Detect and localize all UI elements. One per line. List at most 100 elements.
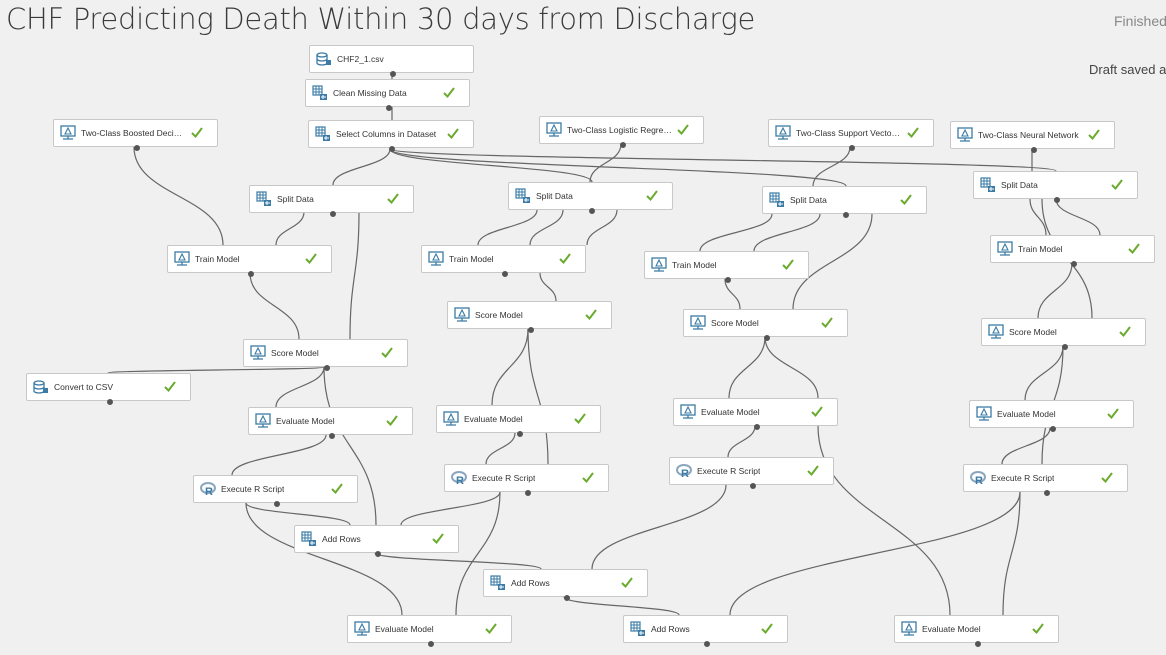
module-score-model-3[interactable]: Score Model <box>683 309 848 341</box>
output-port[interactable] <box>563 595 570 601</box>
output-port[interactable] <box>1070 261 1077 267</box>
connection-wire[interactable] <box>792 213 873 310</box>
connection-wire[interactable] <box>1029 198 1047 236</box>
output-port[interactable] <box>501 271 508 277</box>
module-train-model-4[interactable]: Train Model <box>990 235 1155 267</box>
output-port[interactable] <box>328 433 335 439</box>
connection-wire[interactable] <box>764 336 819 399</box>
output-port[interactable] <box>247 271 254 277</box>
output-port[interactable] <box>527 327 534 333</box>
connection-wire[interactable] <box>491 328 529 406</box>
output-port[interactable] <box>389 71 396 77</box>
module-score-model-1[interactable]: Score Model <box>243 339 408 371</box>
output-port[interactable] <box>1053 197 1060 203</box>
output-port[interactable] <box>385 105 392 111</box>
output-port[interactable] <box>1049 426 1056 432</box>
connection-wire[interactable] <box>817 425 951 616</box>
module-evaluate-model-3[interactable]: Evaluate Model <box>673 398 838 430</box>
connection-wire[interactable] <box>729 491 1021 616</box>
connection-wire[interactable] <box>591 484 727 570</box>
output-port[interactable] <box>133 145 140 151</box>
connection-wire[interactable] <box>563 596 680 616</box>
connection-wire[interactable] <box>400 491 501 526</box>
output-port[interactable] <box>323 365 330 371</box>
connection-wire[interactable] <box>1001 427 1051 465</box>
connection-wire[interactable] <box>245 502 351 526</box>
connection-wire[interactable] <box>699 213 773 252</box>
output-port[interactable] <box>724 277 731 283</box>
module-chf2-csv[interactable]: CHF2_1.csv <box>309 45 474 77</box>
connection-wire[interactable] <box>455 491 501 616</box>
connection-wire[interactable] <box>374 552 542 570</box>
output-port[interactable] <box>849 145 855 151</box>
module-split-data-3[interactable]: Split Data <box>762 186 927 218</box>
output-port[interactable] <box>703 641 710 647</box>
module-score-model-2[interactable]: Score Model <box>447 301 612 333</box>
module-clean-missing-data[interactable]: Clean Missing Data <box>305 79 470 111</box>
output-port[interactable] <box>1030 147 1037 153</box>
module-split-data-4[interactable]: Split Data <box>973 171 1138 203</box>
connection-wire[interactable] <box>1037 262 1073 319</box>
module-support-vector-machine[interactable]: Two-Class Support Vector M... <box>768 119 934 151</box>
connection-wire[interactable] <box>477 209 538 246</box>
module-evaluate-model-4[interactable]: Evaluate Model <box>969 400 1134 432</box>
output-port[interactable] <box>1061 344 1068 350</box>
module-evaluate-model-6[interactable]: Evaluate Model <box>894 615 1059 647</box>
connection-wire[interactable] <box>727 425 756 458</box>
output-port[interactable] <box>619 142 626 148</box>
connection-wire[interactable] <box>275 211 305 246</box>
output-port[interactable] <box>524 490 531 496</box>
output-port[interactable] <box>427 641 434 647</box>
connection-wire[interactable] <box>539 272 557 302</box>
connection-wire[interactable] <box>527 328 549 465</box>
connection-wire[interactable] <box>107 366 325 374</box>
module-score-model-4[interactable]: Score Model <box>981 318 1146 350</box>
connection-wire[interactable] <box>753 213 821 252</box>
module-add-rows-2[interactable]: Add Rows <box>483 569 648 601</box>
connection-wire[interactable] <box>728 336 766 399</box>
module-evaluate-model-1[interactable]: Evaluate Model <box>248 407 413 439</box>
connection-wire[interactable] <box>1055 198 1101 236</box>
module-split-data-1[interactable]: Split Data <box>249 185 414 217</box>
connection-wire[interactable] <box>231 434 327 476</box>
connection-wire[interactable] <box>133 146 224 246</box>
module-train-model-3[interactable]: Train Model <box>644 251 809 283</box>
connection-wire[interactable] <box>245 502 403 616</box>
connection-wire[interactable] <box>1024 345 1064 401</box>
connection-wire[interactable] <box>485 432 516 465</box>
output-port[interactable] <box>588 208 595 214</box>
connection-wire[interactable] <box>586 209 618 246</box>
connection-wire[interactable] <box>724 278 741 310</box>
connection-wire[interactable] <box>529 209 564 246</box>
connection-wire[interactable] <box>812 146 851 187</box>
output-port[interactable] <box>329 211 336 217</box>
connection-wire[interactable] <box>1002 491 1021 616</box>
connection-wire[interactable] <box>389 148 847 187</box>
module-add-rows-3[interactable]: Add Rows <box>623 615 788 647</box>
module-train-model-1[interactable]: Train Model <box>167 245 332 277</box>
module-evaluate-model-5[interactable]: Evaluate Model <box>347 615 512 647</box>
connection-wire[interactable] <box>332 148 391 186</box>
module-neural-network[interactable]: Two-Class Neural Network <box>950 121 1115 153</box>
output-port[interactable] <box>516 431 523 437</box>
connection-wire[interactable] <box>249 272 300 340</box>
output-port[interactable] <box>842 212 849 218</box>
module-select-columns[interactable]: Select Columns in Dataset <box>308 120 474 152</box>
output-port[interactable] <box>1043 490 1050 496</box>
connection-wire[interactable] <box>275 366 325 408</box>
output-port[interactable] <box>374 551 381 557</box>
connection-wire[interactable] <box>589 143 622 183</box>
module-logistic-regression[interactable]: Two-Class Logistic Regression <box>539 116 704 148</box>
module-convert-to-csv[interactable]: Convert to CSV <box>26 373 191 405</box>
module-train-model-2[interactable]: Train Model <box>421 245 586 277</box>
output-port[interactable] <box>763 335 770 341</box>
output-port[interactable] <box>974 641 981 647</box>
output-port[interactable] <box>273 501 280 507</box>
module-evaluate-model-2[interactable]: Evaluate Model <box>436 405 601 437</box>
module-split-data-2[interactable]: Split Data <box>508 182 673 214</box>
connection-wire[interactable] <box>349 211 360 340</box>
